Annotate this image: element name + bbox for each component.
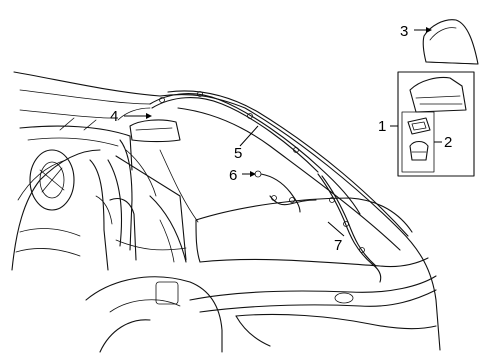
back-door-harness [317,173,382,283]
callout-4: 4 [110,108,118,125]
callout-pointers [124,27,442,237]
roof-harness [149,91,361,215]
antenna-cord [254,170,317,213]
antenna-assembly-box [397,71,475,177]
vehicle-body-outline [13,71,441,353]
callout-1: 1 [378,118,386,135]
antenna-amplifier [115,107,187,261]
callout-5: 5 [234,145,242,162]
antenna-cover [422,19,479,65]
callout-3: 3 [400,23,408,40]
vehicle-interior-outline [11,117,187,271]
callout-2: 2 [444,134,452,151]
callout-6: 6 [229,167,237,184]
callout-7: 7 [334,237,342,254]
